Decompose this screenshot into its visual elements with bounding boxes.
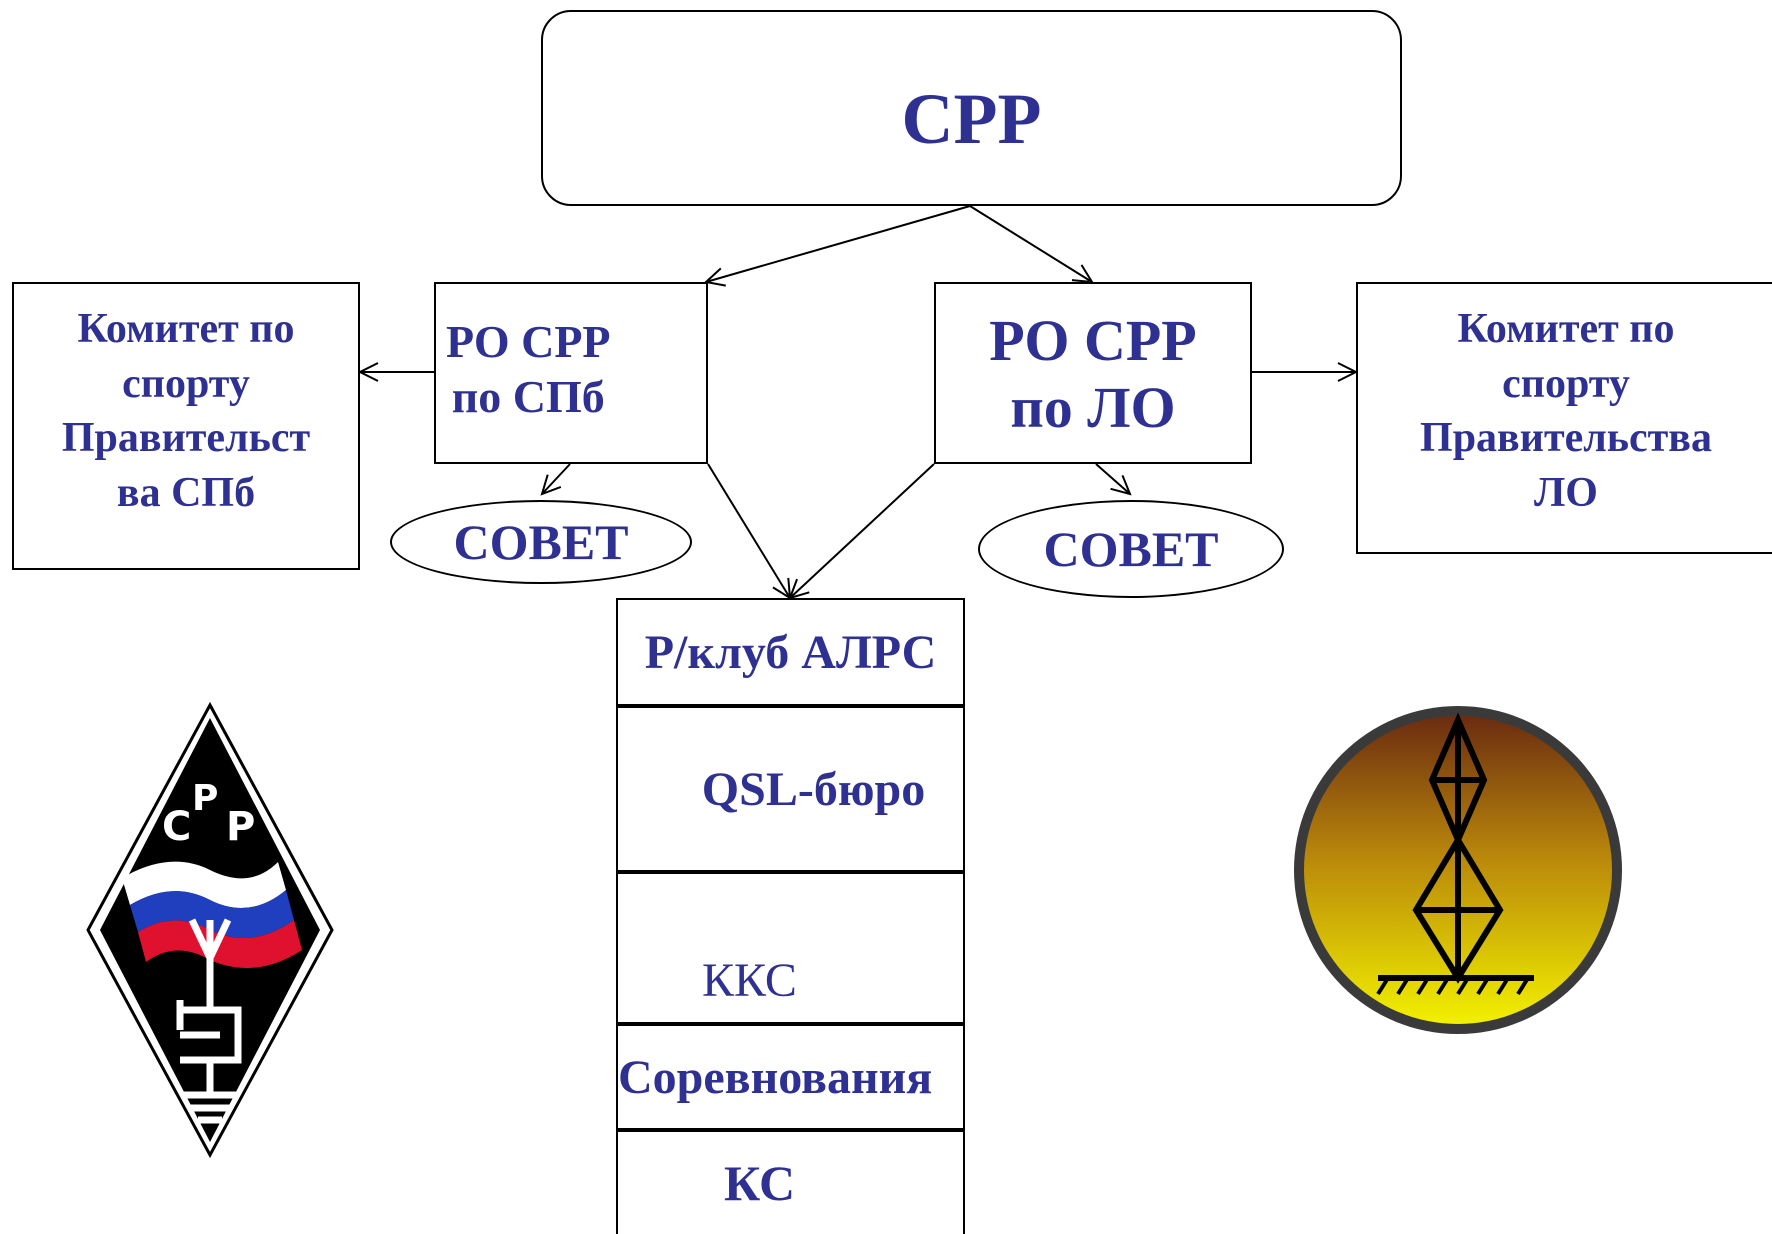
- committee-spb-box: Комитет по спорту Правительст ва СПб: [12, 282, 360, 570]
- logo-letter-r2: Р: [226, 804, 255, 850]
- club-cell: Р/клуб АЛРС: [616, 598, 965, 706]
- kks-cell: ККС: [616, 872, 965, 1024]
- committee-spb-line: Правительст: [61, 415, 311, 462]
- committee-lo-line: Правительства: [1420, 415, 1712, 462]
- ro-lo-line1: РО СРР: [989, 308, 1197, 374]
- competitions-label: Соревнования: [618, 1050, 933, 1104]
- committee-spb-line: Комитет по: [77, 306, 295, 352]
- sovet-spb-ellipse: СОВЕТ: [390, 500, 692, 584]
- sovet-lo-ellipse: СОВЕТ: [978, 500, 1284, 598]
- committee-lo-box: Комитет по спорту Правительства ЛО: [1356, 282, 1772, 554]
- ro-spb-box: РО СРР по СПб: [434, 282, 708, 464]
- qsl-bureau-label: QSL-бюро: [701, 762, 926, 816]
- committee-lo-line: Комитет по: [1457, 306, 1675, 352]
- kks-label: ККС: [702, 954, 797, 1007]
- arrow-ro-spb-to-sovet: [542, 463, 571, 494]
- sovet-lo-label: СОВЕТ: [1043, 521, 1219, 577]
- competitions-cell: Соревнования: [616, 1024, 965, 1130]
- logo-letter-r1: Р: [192, 778, 218, 819]
- committee-spb-line: ва СПб: [116, 469, 256, 516]
- arrow-ro-lo-to-sovet: [1095, 463, 1130, 494]
- ro-lo-box: РО СРР по ЛО: [934, 282, 1252, 464]
- ks-cell: КС: [616, 1130, 965, 1234]
- arrow-ro-lo-to-club: [790, 463, 935, 598]
- arrow-root-to-ro-lo: [969, 205, 1092, 282]
- ro-spb-line2: по СПб: [451, 371, 605, 423]
- srr-diamond-logo: С Р Р: [86, 701, 334, 1159]
- ro-spb-line1: РО СРР: [446, 316, 611, 367]
- ro-lo-line2: по ЛО: [1010, 375, 1176, 440]
- club-label: Р/клуб АЛРС: [644, 625, 937, 679]
- ks-label: КС: [724, 1155, 796, 1211]
- antenna-round-logo: [1294, 706, 1622, 1034]
- arrow-ro-spb-to-club: [707, 463, 790, 598]
- sovet-spb-label: СОВЕТ: [453, 514, 629, 570]
- logo-letter-c: С: [162, 804, 191, 850]
- arrow-root-to-ro-spb: [706, 205, 971, 282]
- qsl-bureau-cell: QSL-бюро: [616, 706, 965, 872]
- committee-lo-line: спорту: [1502, 360, 1630, 407]
- committee-lo-line: ЛО: [1534, 469, 1598, 516]
- committee-spb-line: спорту: [122, 360, 250, 407]
- srr-root-label: СРР: [901, 79, 1042, 159]
- srr-root-box: СРР: [541, 10, 1402, 206]
